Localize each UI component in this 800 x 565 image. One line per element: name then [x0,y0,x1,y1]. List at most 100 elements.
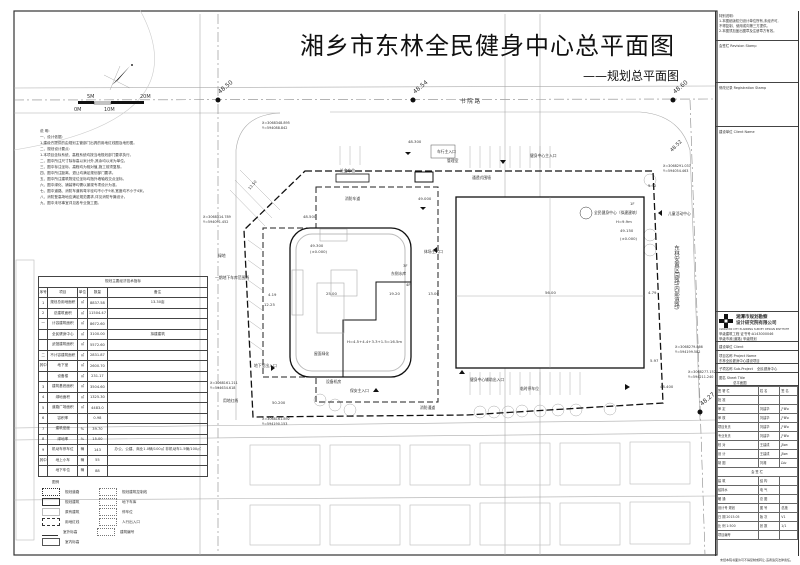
table-cell [107,370,208,382]
scale-label: 0M [74,107,82,113]
table-cell: 231.17 [86,370,109,382]
table-cell [107,391,208,403]
table-cell: 全民健身中心 [47,328,79,340]
svg-text:社会车位: 社会车位 [340,168,355,173]
table-cell: 15.00 [86,433,109,445]
table-cell: 其中 [37,360,49,372]
page-subtitle: ——规划总平面图 [583,69,680,83]
note-line: 八、消防登高场地应满足规范要求,详见消防专篇设计。 [40,195,128,199]
table-cell: 一 [37,318,49,330]
table-cell: 1 [37,297,49,309]
table-cell [107,349,208,361]
note-line: 五、图中所注建筑物定位坐标均指外墙轴线交点坐标。 [40,177,127,181]
svg-text:车行主入口: 车行主入口 [437,149,456,154]
table-cell: 武馆建筑面积 [47,339,79,351]
person-name [757,395,781,405]
person-name: 刘建华 [757,431,781,441]
subitem-name: 全民健身中心 [756,367,778,371]
company-logo-icon [719,314,733,328]
page-title: 湘乡市东林全民健身中心总平面图 [300,32,675,60]
discipline: 电 气 [757,485,781,495]
svg-text:健身中心辅助出入口: 健身中心辅助出入口 [470,377,504,382]
table-cell: ㎡ [77,349,88,361]
legend-swatch [42,508,60,516]
stadium-building[interactable] [289,227,412,378]
guard-house [335,173,370,183]
signature-header-row: 签 署 栏姓 名签 名 [716,386,798,396]
svg-text:(±0.000): (±0.000) [620,236,638,241]
land-boundary-line [243,170,664,418]
table-cell [107,307,208,319]
table-cell [107,381,208,393]
meeting-label: 会 签 栏 [716,467,798,477]
legend-swatch [42,529,58,536]
table-cell: 辆 [77,465,88,477]
sheet-label: 图名 Sheet Title [719,376,746,380]
svg-text:1F: 1F [630,201,635,206]
note-line: 二、规划设计要点: [40,147,70,151]
table-cell: 拟建建筑 [107,328,208,340]
scale-label: 5M [87,94,95,100]
client-label: 建设单位 Client [716,342,798,351]
table-cell: 8 [37,433,49,445]
column-header: 姓 名 [757,386,781,396]
table-cell: 3100.00 [86,328,109,340]
svg-text:X=3068314.789: X=3068314.789 [203,215,231,219]
cosign-row: 建 筑结 构 [716,476,798,486]
info-key: 项目编号 [718,533,731,537]
table-cell: 辆 [77,444,88,456]
svg-text:设备机房: 设备机房 [326,379,341,384]
table-cell: % [77,433,88,445]
legend-swatch [42,518,60,526]
svg-text:全民健身中心（拟建建筑）: 全民健身中心（拟建建筑） [594,210,640,215]
legend-item: 室内标高 [42,537,156,547]
role: 专业负责 [716,431,759,441]
svg-text:Y=594190.153: Y=594190.153 [262,422,287,426]
table-cell [107,360,208,372]
table-cell: ㎡ [77,370,88,382]
table-cell: ㎡ [77,318,88,330]
table-cell: 88 [86,465,109,477]
table-cell [107,454,208,466]
legend-swatch [42,488,60,496]
svg-text:Y=594211.240: Y=594211.240 [688,375,713,379]
svg-text:体场主入口: 体场主入口 [424,249,443,254]
info-cell: 设计号 规划 [716,503,759,513]
svg-text:H=4.5+4.4+3.3+1.5=16.5m: H=4.5+4.4+3.3+1.5=16.5m [347,339,402,344]
table-cell: 辆 [77,454,88,466]
table-cell: 不计容建筑面积 [47,349,79,361]
svg-text:4F: 4F [406,282,411,287]
table-cell [107,465,208,477]
svg-text:X=3068161.211: X=3068161.211 [210,381,238,385]
legend-item: 原有建筑停车位 [42,507,156,517]
project-name: 东林全民健身中心建设项目 [719,359,760,363]
title-block: 特别说明: 1.本图纸版权归设计单位所有,未经许可, 不得复制、使用或向第三方提… [715,11,799,556]
table-cell: ㎡ [77,307,88,319]
table-cell: 4483.0 [86,402,109,414]
elevation-marker-label: 48.54 [412,79,430,96]
svg-text:48.500: 48.500 [303,214,317,219]
svg-text:49.300: 49.300 [310,243,324,248]
company-info: 湘潭市规划勘察 设计研究院有限公司 XIANGTAN CITY PLANNING… [716,312,798,342]
info-cell: 项目编号 [716,530,759,540]
cosign-row: 暖 通总 图 [716,494,798,504]
signature: J-Wu [779,431,798,441]
gate-house [414,171,434,183]
trees [313,173,657,419]
role: 校 对 [716,440,759,450]
legend-label: 用地红线 [65,519,80,524]
legend-swatch [97,528,115,536]
sheet-info: 图名 Sheet Title 总平面图 [716,373,798,386]
table-cell: 9 [37,444,49,456]
scale-label: 10M [104,107,115,113]
